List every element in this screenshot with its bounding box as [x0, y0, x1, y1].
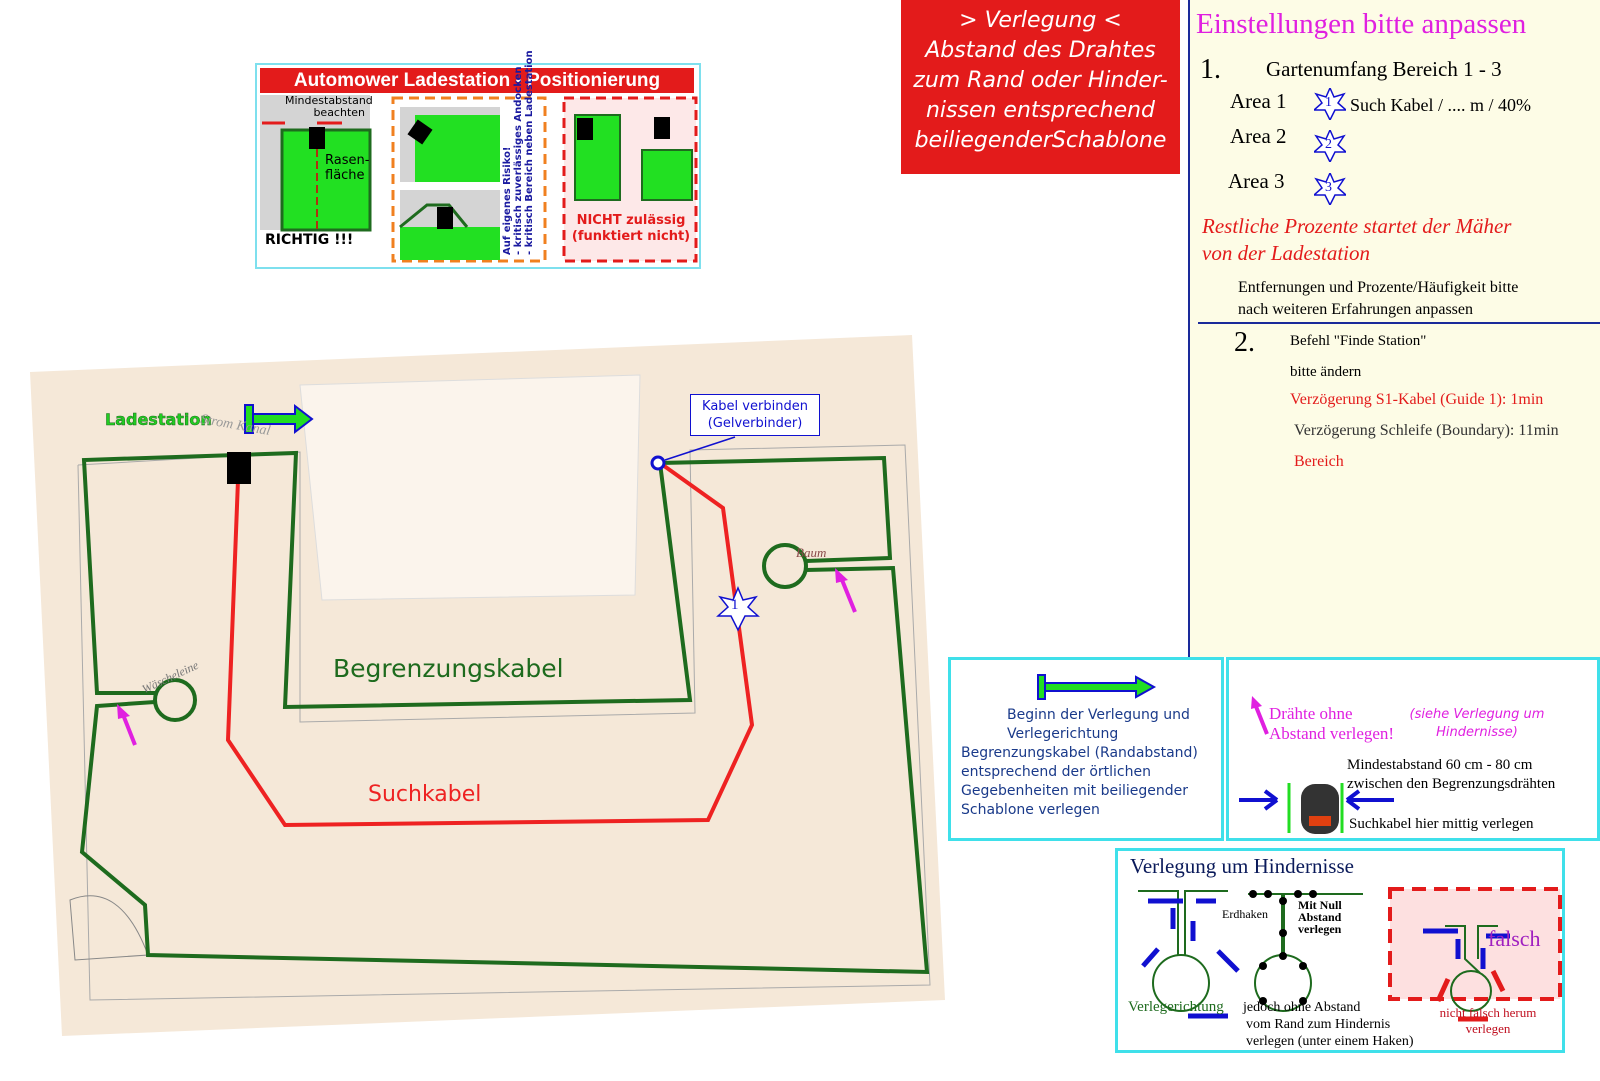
boundary-wire: [81, 450, 893, 710]
area-3-badge: 3: [1312, 171, 1348, 207]
delay-boundary: Verzögerung Schleife (Boundary): 11min: [1294, 422, 1559, 439]
step2-number: 2.: [1234, 327, 1255, 358]
obstacles-title: Verlegung um Hindernisse: [1130, 854, 1354, 878]
step2-sub: bitte ändern: [1290, 364, 1362, 380]
adjust-note: Entfernungen und Prozente/Häufigkeit bit…: [1238, 279, 1519, 318]
mower-icon: [1239, 783, 1394, 834]
not-allowed-label: NICHT zulässig (funktiert nicht): [571, 213, 691, 244]
without-gap-note: jedoch ohne Abstand vom Rand zum Hindern…: [1243, 1000, 1414, 1049]
see-obstacles-note: (siehe Verlegung um Hindernisse): [1409, 707, 1545, 740]
min-distance-note: Mindestabstand 60 cm - 80 cm zwischen de…: [1347, 757, 1556, 792]
boundary-label: Begrenzungskabel: [333, 654, 564, 683]
correct-label: RICHTIG !!!: [265, 232, 354, 248]
wrong-label: falsch: [1488, 926, 1541, 951]
obstacles-illustration: [1138, 887, 1562, 1022]
start-arrow-icon: [244, 403, 314, 435]
tree-obstacle: [762, 543, 808, 589]
start-arrow-icon: [1037, 674, 1157, 700]
wrong-note: nicht falsch herum verlegen: [1439, 1005, 1537, 1036]
area-1-note: Such Kabel / .... m / 40%: [1350, 95, 1531, 115]
charging-station-illustration: [260, 95, 698, 263]
magenta-arrow-icon: [1251, 696, 1269, 735]
guide-wire: [225, 461, 755, 828]
tree-handwriting: Baum: [796, 545, 827, 560]
garden-sketch: [30, 335, 945, 1036]
delay-guide: Verzögerung S1-Kabel (Guide 1): 1min: [1290, 391, 1544, 408]
step2-title: Befehl "Finde Station": [1290, 333, 1427, 349]
hooks-label: Erdhaken: [1222, 907, 1268, 921]
area-word: Bereich: [1294, 453, 1344, 470]
area-2-label: Area 2: [1230, 124, 1287, 148]
zero-gap-label: Mit Null Abstand verlegen: [1298, 898, 1342, 936]
charging-station-title: Automower Ladestation - Positionierung: [260, 68, 694, 93]
charging-station-box: Automower Ladestation - Positionierung M…: [255, 50, 701, 269]
guide-label: Suchkabel: [368, 782, 482, 807]
remaining-percent-note: Restliche Prozente startet der Mäher von…: [1202, 214, 1512, 265]
clothesline-obstacle: [153, 678, 197, 722]
boundary-wire-2: [79, 565, 930, 975]
connector-callout: Kabel verbinden (Gelverbinder): [690, 394, 820, 436]
magenta-arrow-icon: [120, 711, 137, 746]
no-gap-note: Drähte ohne Abstand verlegen!: [1269, 704, 1395, 743]
section-divider: [1198, 322, 1600, 324]
paper-sheet: [30, 335, 945, 1036]
center-note: Suchkabel hier mittig verlegen: [1349, 816, 1534, 832]
area-1-label: Area 1: [1230, 89, 1287, 113]
station-label: Ladestation: [105, 410, 212, 430]
settings-panel: Einstellungen bitte anpassen 1. Gartenum…: [1188, 0, 1600, 657]
step1-number: 1.: [1200, 54, 1221, 85]
step1-title: Gartenumfang Bereich 1 - 3: [1266, 57, 1502, 81]
area-3-label: Area 3: [1228, 169, 1285, 193]
direction-label: Verlegerichtung: [1128, 999, 1224, 1015]
guide-start-badge: [716, 586, 760, 632]
laying-instructions-box: > Verlegung < Abstand des Drahtes zum Ra…: [901, 0, 1180, 174]
note-paper: [299, 374, 641, 601]
pencil-outline: [77, 444, 931, 1001]
area-2-badge: 2: [1312, 128, 1348, 164]
lawn-label: Rasen-fläche: [325, 153, 370, 183]
legend-start-text: Beginn der Verlegung und Verlegerichtung…: [961, 707, 1198, 818]
charging-station: [227, 452, 251, 484]
guide-badge-number: 1: [731, 597, 739, 613]
min-distance-label: Mindestabstand beachten: [285, 94, 373, 119]
obstacles-box: Verlegung um Hindernisse Erdhaken Mit Nu…: [1115, 848, 1565, 1053]
connector-point: [650, 455, 666, 471]
legend-start-box: Beginn der Verlegung und Verlegerichtung…: [948, 657, 1224, 841]
settings-title: Einstellungen bitte anpassen: [1196, 8, 1527, 40]
legend-wires-box: Drähte ohne Abstand verlegen! (siehe Ver…: [1226, 657, 1600, 841]
area-1-badge: 1: [1312, 86, 1348, 122]
